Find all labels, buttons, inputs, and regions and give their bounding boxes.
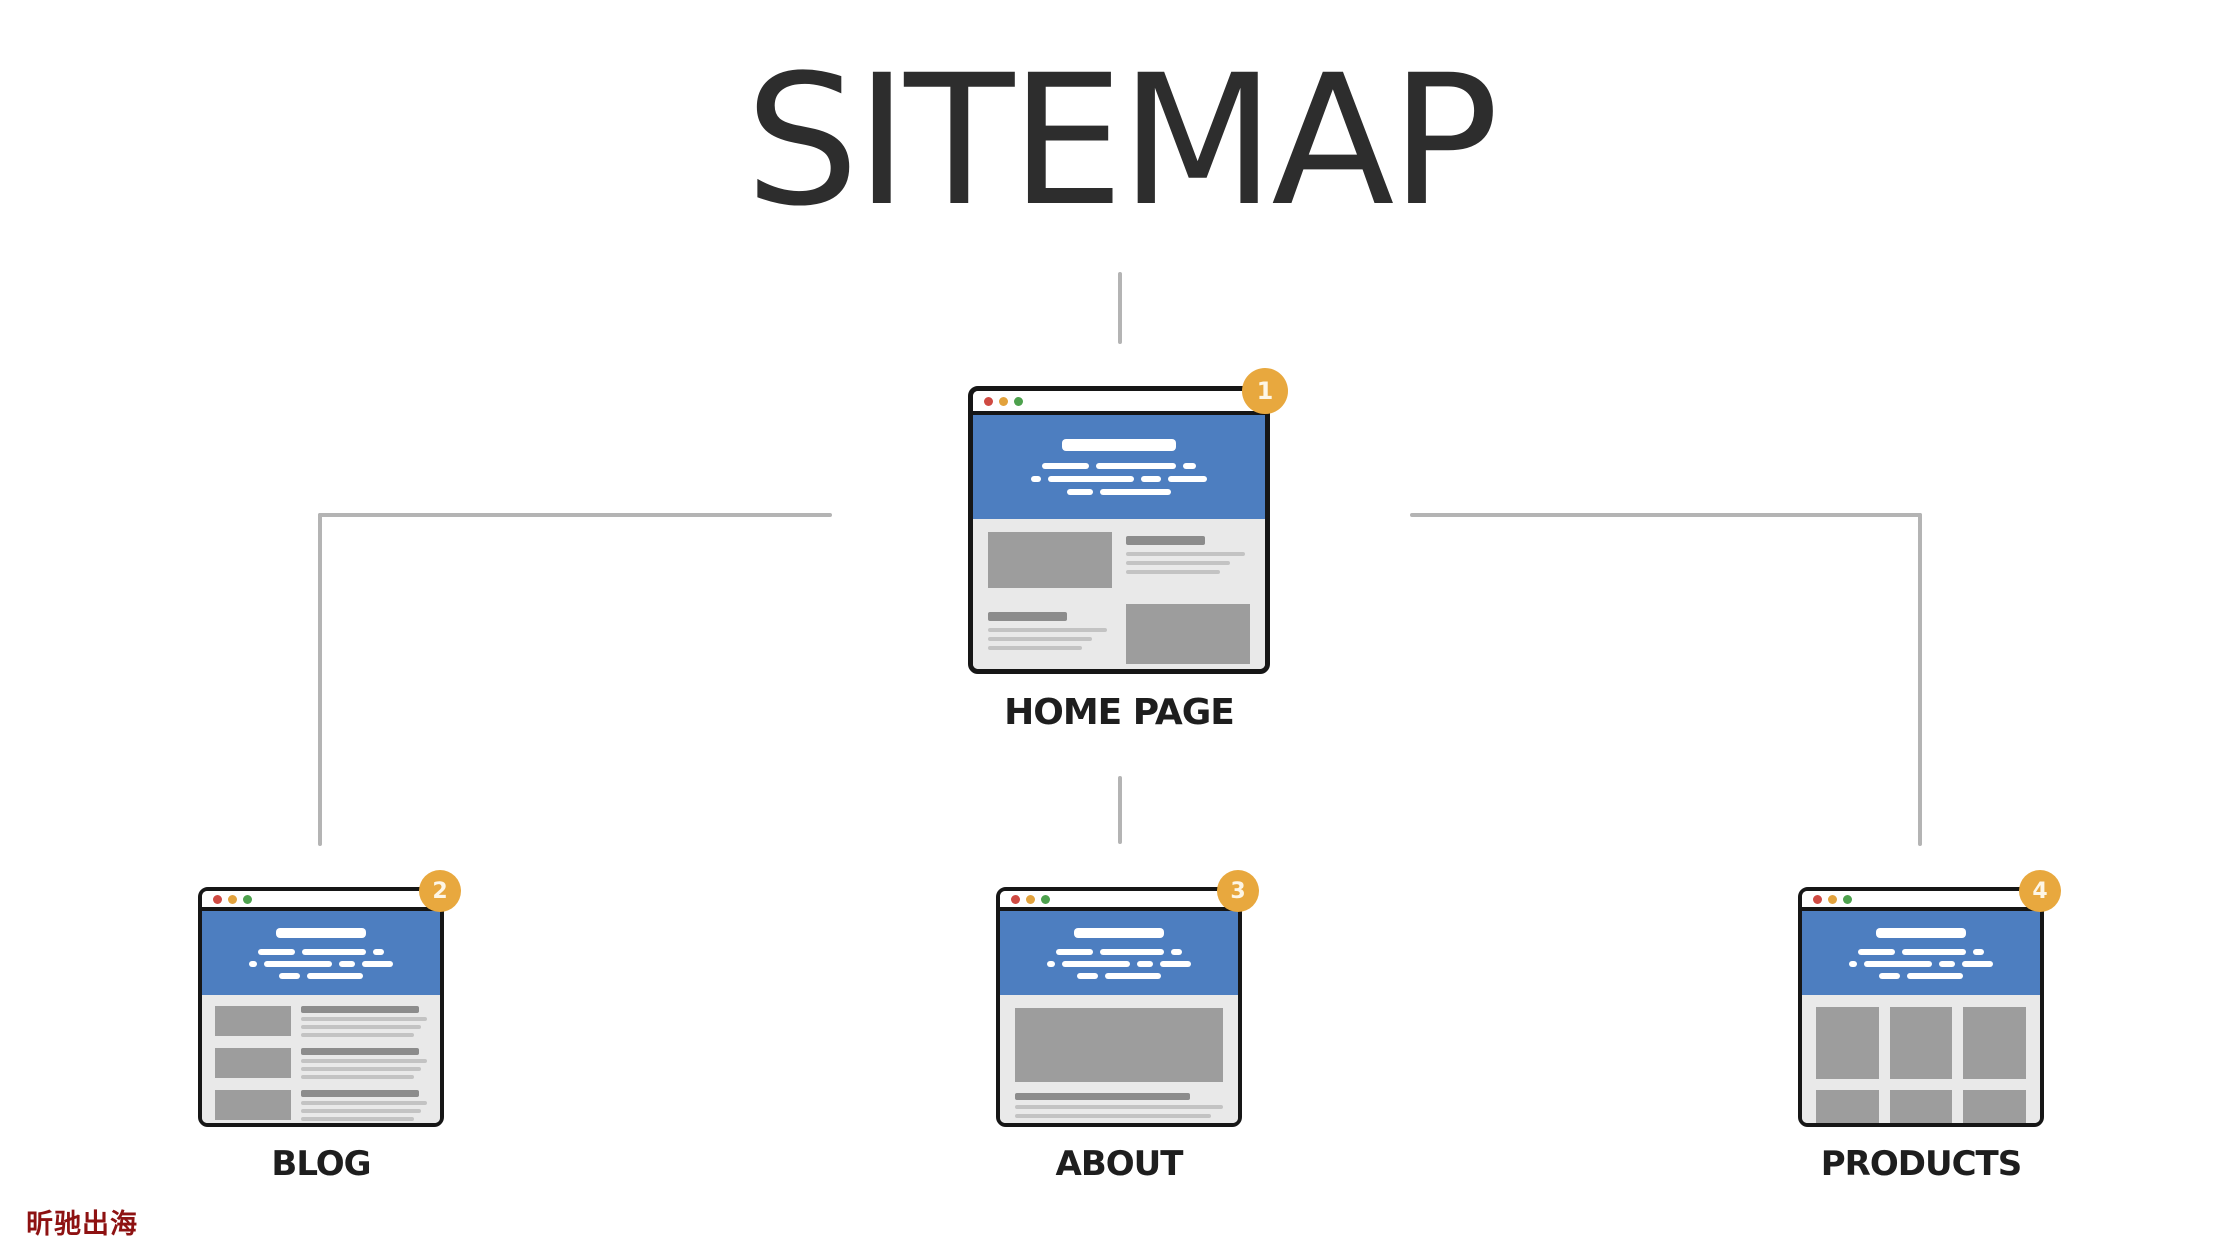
hero-text-line (1016, 972, 1222, 979)
hero-heading-placeholder (1073, 927, 1165, 938)
hero-text-line (218, 948, 424, 955)
step-badge: 4 (2019, 870, 2061, 912)
step-badge: 3 (1217, 870, 1259, 912)
hero-text-line (989, 489, 1249, 495)
hero-banner (1802, 911, 2040, 995)
page-content-placeholder (202, 995, 440, 1123)
browser-window-home: 1 (968, 368, 1288, 674)
hero-text-line (218, 960, 424, 967)
connector-right-vertical (1918, 513, 1922, 846)
page-content-placeholder (1802, 995, 2040, 1123)
image-placeholder (988, 532, 1112, 588)
hero-text-line (989, 463, 1249, 469)
page-content-placeholder (1000, 995, 1238, 1123)
product-tile-placeholder (1889, 1007, 1953, 1079)
window-titlebar (1000, 891, 1238, 911)
image-placeholder (215, 1048, 291, 1078)
hero-banner (1000, 911, 1238, 995)
hero-text-line (218, 972, 424, 979)
hero-heading-placeholder (275, 927, 367, 938)
hero-banner (973, 415, 1265, 519)
hero-text-line (1818, 960, 2024, 967)
minimize-dot-icon (999, 396, 1008, 406)
hero-banner (202, 911, 440, 995)
maximize-dot-icon (1843, 894, 1852, 904)
article-row (215, 1048, 427, 1079)
browser-window-blog: 2 (198, 870, 461, 1127)
minimize-dot-icon (1026, 894, 1035, 904)
close-dot-icon (1011, 894, 1020, 904)
image-placeholder (1126, 604, 1250, 664)
connector-home-to-about (1118, 776, 1122, 844)
hero-heading-placeholder (1875, 927, 1967, 938)
connector-left-vertical (318, 513, 322, 846)
text-placeholder (1126, 532, 1250, 588)
product-tile-placeholder (1816, 1007, 1879, 1079)
close-dot-icon (213, 894, 222, 904)
maximize-dot-icon (243, 894, 252, 904)
window-titlebar (973, 391, 1265, 415)
step-badge: 2 (419, 870, 461, 912)
step-badge: 1 (1242, 368, 1288, 414)
browser-window-products: 4 (1798, 870, 2061, 1127)
maximize-dot-icon (1014, 396, 1023, 406)
connector-left-horizontal (318, 513, 832, 517)
window-titlebar (1802, 891, 2040, 911)
hero-text-line (1016, 948, 1222, 955)
close-dot-icon (1813, 894, 1822, 904)
node-label-products: PRODUCTS (1820, 1144, 2022, 1184)
image-placeholder (215, 1090, 291, 1120)
minimize-dot-icon (1828, 894, 1837, 904)
close-dot-icon (984, 396, 993, 406)
browser-window-about: 3 (996, 870, 1259, 1127)
node-label-home: HOME PAGE (1004, 692, 1235, 733)
page-content-placeholder (973, 519, 1265, 669)
hero-text-line (1818, 972, 2024, 979)
product-tile-placeholder (1889, 1090, 1953, 1123)
text-placeholder (1015, 1105, 1223, 1109)
minimize-dot-icon (228, 894, 237, 904)
connector-title-to-home (1118, 272, 1122, 344)
maximize-dot-icon (1041, 894, 1050, 904)
hero-text-line (1016, 960, 1222, 967)
text-placeholder (988, 608, 1112, 664)
product-tile-placeholder (1963, 1007, 2026, 1079)
hero-text-line (1818, 948, 2024, 955)
image-placeholder (1015, 1008, 1223, 1082)
product-tile-placeholder (1963, 1090, 2026, 1123)
watermark-text: 昕驰出海 (26, 1209, 138, 1240)
article-row (215, 1090, 427, 1121)
hero-heading-placeholder (1061, 439, 1177, 451)
text-placeholder (1015, 1114, 1211, 1118)
hero-text-line (989, 476, 1249, 482)
connector-right-horizontal (1410, 513, 1922, 517)
page-title: SITEMAP (744, 37, 1499, 246)
image-placeholder (215, 1006, 291, 1036)
product-tile-placeholder (1816, 1090, 1879, 1123)
window-titlebar (202, 891, 440, 911)
node-label-blog: BLOG (271, 1144, 371, 1184)
article-row (215, 1006, 427, 1037)
text-placeholder (1015, 1093, 1190, 1100)
node-label-about: ABOUT (1055, 1144, 1184, 1184)
